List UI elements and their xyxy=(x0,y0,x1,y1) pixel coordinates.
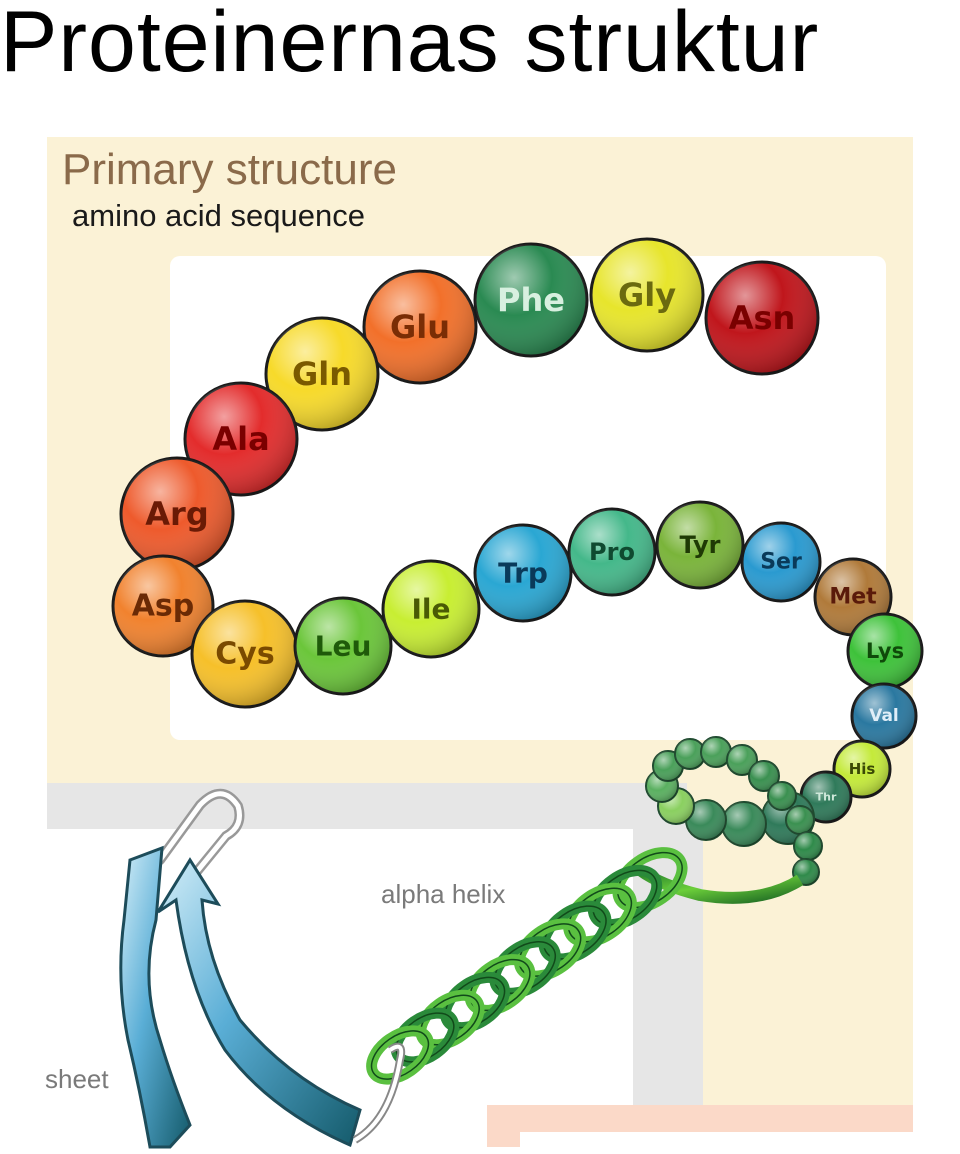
amino-acid-shading xyxy=(295,598,391,694)
amino-acid-label: Tyr xyxy=(679,531,720,559)
helix-turn-outline xyxy=(592,869,658,926)
amino-acid-val: Val xyxy=(850,682,918,750)
amino-acid-label: Gln xyxy=(292,355,352,393)
amino-acid-trp: Trp xyxy=(473,523,573,623)
sheet-strand-left xyxy=(119,845,192,1149)
amino-acid-label: Asn xyxy=(729,299,796,337)
coil-bead-shading xyxy=(749,761,779,791)
coil-bead-shading xyxy=(686,800,726,840)
amino-acid-shading xyxy=(364,271,476,383)
amino-acid-label: Cys xyxy=(215,637,274,672)
amino-acid-shading xyxy=(742,523,820,601)
amino-acid-shading xyxy=(266,318,378,430)
amino-acid-shading xyxy=(185,383,297,495)
helix-turn-outline xyxy=(567,887,633,943)
amino-acid-gln: Gln xyxy=(264,316,380,432)
helix-turn-outline xyxy=(543,905,607,960)
grey-band xyxy=(47,783,687,829)
amino-acid-ala: Ala xyxy=(183,381,299,497)
amino-acid-ile: Ile xyxy=(381,559,481,659)
amino-acid-lys: Lys xyxy=(846,612,924,690)
coil-beads xyxy=(645,736,823,886)
amino-acid-label: Trp xyxy=(498,557,548,590)
connector-loop-inner xyxy=(353,1044,404,1142)
amino-acid-label: Val xyxy=(869,706,899,726)
coil-bead-shading xyxy=(786,806,814,834)
sheet-label: sheet xyxy=(45,1064,109,1094)
amino-acid-shading xyxy=(569,509,655,595)
alpha-helix-label: alpha helix xyxy=(381,879,505,909)
amino-acid-label: Ser xyxy=(760,550,802,575)
coil-bead-shading xyxy=(722,802,766,846)
sheet-hairpin-loop-inner xyxy=(157,791,242,883)
pink-strip-inner xyxy=(520,1132,913,1147)
amino-acid-shading xyxy=(121,458,233,570)
amino-acid-shading xyxy=(113,556,213,656)
amino-acid-label: Leu xyxy=(315,630,372,663)
amino-acid-label: Glu xyxy=(390,308,450,346)
amino-acid-label: Gly xyxy=(618,276,676,314)
amino-acid-phe: Phe xyxy=(473,242,589,358)
amino-acid-shading xyxy=(383,561,479,657)
amino-acid-shading xyxy=(657,502,743,588)
amino-acid-shading xyxy=(852,684,916,748)
amino-acid-pro: Pro xyxy=(567,507,657,597)
slide-title: Proteinernas struktur xyxy=(0,0,820,90)
amino-acid-label: Ala xyxy=(212,420,269,458)
amino-acid-shading xyxy=(475,244,587,356)
amino-acid-shading xyxy=(591,239,703,351)
amino-acid-ser: Ser xyxy=(740,521,822,603)
amino-acid-label: Met xyxy=(829,585,877,610)
amino-acid-gly: Gly xyxy=(589,237,705,353)
amino-acid-label: Ile xyxy=(411,593,450,626)
beta-sheet xyxy=(119,788,406,1149)
primary-structure-heading: Primary structure xyxy=(62,145,397,194)
amino-acid-label: His xyxy=(849,760,876,778)
coil-bead-shading xyxy=(793,859,819,885)
amino-acid-shading xyxy=(706,262,818,374)
amino-acid-glu: Glu xyxy=(362,269,478,385)
amino-acid-shading xyxy=(475,525,571,621)
coil-bead-shading xyxy=(675,739,705,769)
helix-turn-outline xyxy=(370,1030,430,1080)
sheet-strand-right-arrow xyxy=(156,857,362,1148)
amino-acid-tyr: Tyr xyxy=(655,500,745,590)
coil-bead-shading xyxy=(794,832,822,860)
primary-structure-subheading: amino acid sequence xyxy=(72,198,365,233)
helix-turn-outline xyxy=(617,851,683,909)
coil-bead-shading xyxy=(701,737,731,767)
amino-acid-asp: Asp xyxy=(111,554,215,658)
helix-turn-outline xyxy=(518,923,582,977)
amino-acid-asn: Asn xyxy=(704,260,820,376)
amino-acid-label: Lys xyxy=(866,639,904,663)
amino-acid-label: Asp xyxy=(132,589,195,624)
coil-bead-shading xyxy=(727,745,757,775)
amino-acid-shading xyxy=(192,601,298,707)
amino-acid-label: Phe xyxy=(497,281,565,319)
amino-acid-shading xyxy=(848,614,922,688)
amino-acid-leu: Leu xyxy=(293,596,393,696)
amino-acid-label: Thr xyxy=(816,791,837,804)
amino-acid-arg: Arg xyxy=(119,456,235,572)
amino-acid-cys: Cys xyxy=(190,599,300,709)
alpha-helix-ribbon xyxy=(366,847,804,1085)
amino-acid-label: Arg xyxy=(145,495,208,533)
helix-turn-outline xyxy=(494,941,556,994)
amino-acid-label: Pro xyxy=(589,538,635,566)
coil-bead-shading xyxy=(768,782,796,810)
